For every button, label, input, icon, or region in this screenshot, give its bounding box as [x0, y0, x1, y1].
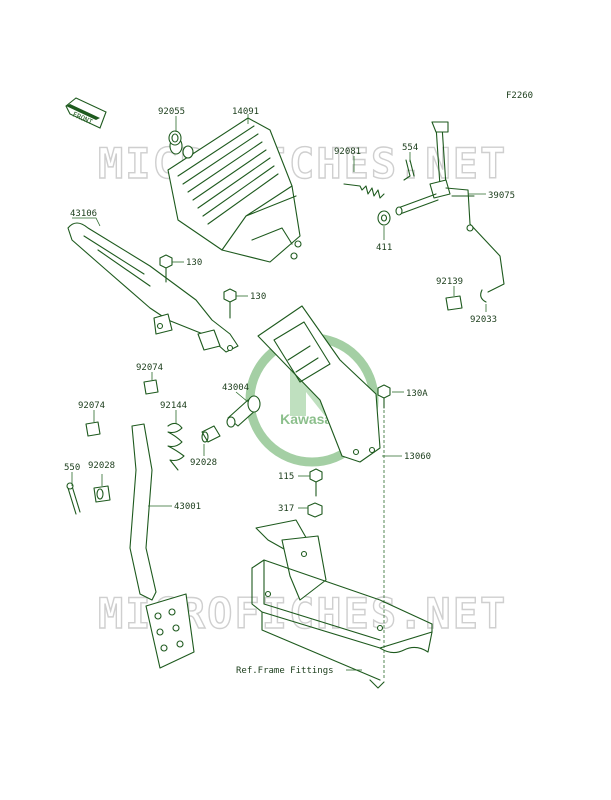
- pin-554: [403, 159, 415, 181]
- label-411: 411: [376, 243, 392, 253]
- oring-92055: [168, 130, 182, 146]
- spring-92144: [167, 422, 185, 471]
- bolt-130-left: [159, 254, 173, 283]
- bushing-92028-lower: [93, 485, 111, 503]
- label-43004: 43004: [222, 383, 249, 393]
- bolt-130A: [377, 384, 391, 409]
- shaft-43004: [226, 395, 261, 428]
- frame-fittings: [251, 519, 433, 689]
- label-13060: 13060: [404, 452, 431, 462]
- label-92028-lower: 92028: [88, 461, 115, 471]
- label-92074-lower: 92074: [78, 401, 105, 411]
- pin-550: [66, 482, 81, 515]
- lever-43106: [67, 222, 239, 353]
- spring-92081: [343, 183, 385, 199]
- label-130-left: 130: [186, 258, 202, 268]
- diagram-code: F2260: [506, 91, 533, 101]
- pedal-43001: [129, 423, 195, 669]
- rod-39075: [395, 121, 505, 293]
- label-92144: 92144: [160, 401, 187, 411]
- washer-411: [377, 210, 391, 226]
- leader-lines: [71, 114, 487, 680]
- bolt-115: [309, 468, 323, 497]
- stopper-92074-lower: [85, 421, 101, 437]
- label-130A: 130A: [406, 389, 428, 399]
- nut-317: [307, 502, 323, 518]
- label-43001: 43001: [174, 502, 201, 512]
- label-92055: 92055: [158, 107, 185, 117]
- label-317: 317: [278, 504, 294, 514]
- label-554: 554: [402, 143, 418, 153]
- label-130-right: 130: [250, 292, 266, 302]
- label-39075: 39075: [488, 191, 515, 201]
- bolt-130-right: [223, 288, 237, 319]
- clip-92033: [480, 289, 487, 303]
- label-43106: 43106: [70, 209, 97, 219]
- label-550: 550: [64, 463, 80, 473]
- label-92081: 92081: [334, 147, 361, 157]
- bushing-92028-upper: [201, 425, 221, 443]
- label-92033: 92033: [470, 315, 497, 325]
- stopper-92074-upper: [143, 379, 159, 395]
- bracket-13060: [257, 305, 381, 463]
- label-92074-upper: 92074: [136, 363, 163, 373]
- front-arrow-icon: FRONT: [65, 97, 107, 129]
- label-92028-upper: 92028: [190, 458, 217, 468]
- label-115: 115: [278, 472, 294, 482]
- label-14091: 14091: [232, 107, 259, 117]
- bushing-92139: [445, 295, 463, 311]
- cover-14091: [167, 117, 302, 263]
- ref-note: Ref.Frame Fittings: [236, 666, 334, 676]
- label-92139: 92139: [436, 277, 463, 287]
